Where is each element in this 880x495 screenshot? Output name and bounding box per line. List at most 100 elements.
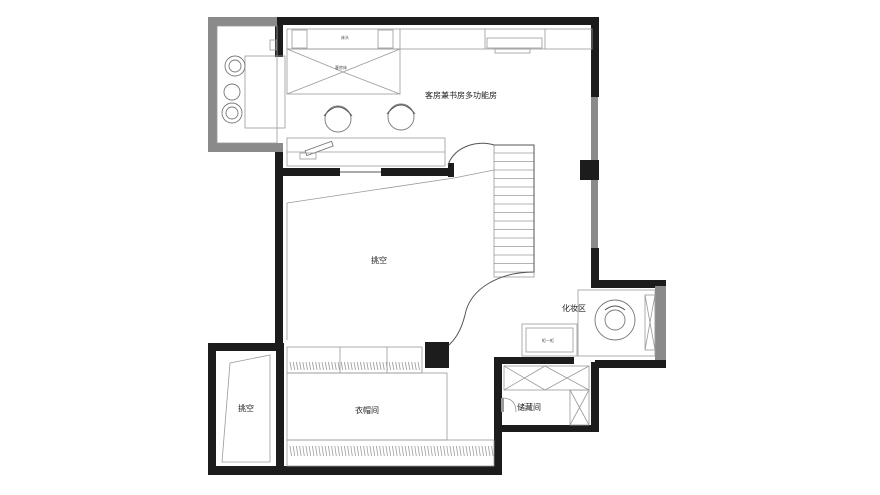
hanger-line — [401, 445, 404, 457]
room-label-wardrobe: 衣帽间 — [355, 405, 379, 415]
hanger-line — [347, 445, 350, 457]
armchair-right — [386, 103, 416, 131]
bed-top-label: 床头 — [341, 34, 349, 40]
hanger-line — [321, 445, 324, 457]
stair-treads — [494, 152, 534, 273]
hanger-line — [353, 445, 356, 457]
hanger-line — [414, 445, 417, 457]
hanger-line — [337, 445, 340, 457]
hanger-line — [350, 445, 353, 457]
hanger-line — [484, 445, 488, 457]
hanger-line — [292, 445, 296, 457]
hanger-line — [356, 445, 360, 457]
hanger-line — [292, 361, 296, 371]
hanger-line — [312, 445, 315, 457]
hanger-line — [379, 445, 382, 457]
hanger-line — [392, 361, 395, 371]
hanger-line — [289, 361, 292, 371]
hanger-line — [312, 361, 315, 371]
hanger-line — [408, 361, 411, 371]
hanger-line — [395, 445, 398, 457]
hanger-line — [398, 361, 401, 371]
hanger-line — [414, 361, 417, 371]
hanger-line — [481, 445, 484, 457]
hanger-line — [369, 445, 372, 457]
hanger-bottom — [289, 445, 494, 457]
hanger-line — [420, 445, 424, 457]
cabinet-label: 柜一柜 — [542, 337, 554, 343]
hanger-line — [462, 445, 465, 457]
hanger-line — [404, 361, 408, 371]
hanger-line — [401, 361, 404, 371]
armchair-left — [323, 105, 353, 133]
hanger-line — [305, 445, 308, 457]
hanger-line — [382, 361, 385, 371]
hanger-line — [356, 361, 360, 371]
hanger-line — [491, 445, 494, 457]
room-label-multi: 客房兼书房多功能房 — [425, 90, 497, 100]
hanger-top — [289, 361, 420, 371]
hanger-line — [440, 445, 443, 457]
hanger-line — [360, 445, 363, 457]
hanger-line — [315, 361, 318, 371]
hanger-line — [340, 361, 344, 371]
hanger-line — [324, 445, 328, 457]
hanger-line — [305, 361, 308, 371]
bed-mid-label: 客房床 — [335, 64, 347, 70]
hanger-line — [382, 445, 385, 457]
left-void: 挑空 — [221, 354, 271, 463]
hanger-line — [353, 361, 356, 371]
hanger-line — [478, 445, 481, 457]
hanger-line — [376, 445, 379, 457]
hanger-line — [318, 445, 321, 457]
hanger-line — [318, 361, 321, 371]
balcony — [216, 25, 286, 144]
hanger-line — [324, 361, 328, 371]
hanger-line — [299, 445, 302, 457]
hanger-line — [344, 361, 347, 371]
hanger-line — [443, 445, 446, 457]
hanger-line — [398, 445, 401, 457]
hanger-line — [417, 361, 420, 371]
exterior-walls — [208, 17, 666, 475]
hanger-line — [347, 361, 350, 371]
hanger-line — [328, 445, 331, 457]
hanger-line — [436, 445, 440, 457]
storage-room: 储藏间 — [501, 365, 590, 426]
hanger-line — [411, 445, 414, 457]
hanger-line — [388, 361, 392, 371]
hanger-line — [392, 445, 395, 457]
hanger-line — [363, 445, 366, 457]
hanger-line — [433, 445, 436, 457]
hanger-line — [334, 445, 337, 457]
hanger-line — [299, 361, 302, 371]
hanger-line — [452, 445, 456, 457]
hanger-line — [388, 445, 392, 457]
hanger-line — [372, 361, 376, 371]
main-void: 挑空 — [286, 142, 535, 346]
hanger-line — [376, 361, 379, 371]
hanger-line — [472, 445, 475, 457]
hanger-line — [404, 445, 408, 457]
room-label-storage: 储藏间 — [517, 402, 541, 412]
hanger-line — [424, 445, 427, 457]
room-label-vanity: 化妆区 — [562, 303, 586, 313]
hanger-line — [430, 445, 433, 457]
vanity-area: 化妆区 — [562, 289, 656, 357]
hanger-line — [296, 361, 299, 371]
hanger-line — [344, 445, 347, 457]
hanger-line — [321, 361, 324, 371]
hanger-line — [340, 445, 344, 457]
hanger-line — [459, 445, 462, 457]
hanger-line — [315, 445, 318, 457]
hanger-line — [372, 445, 376, 457]
hanger-line — [417, 445, 420, 457]
hanger-line — [289, 445, 292, 457]
cabinet-block: 柜一柜 — [521, 323, 578, 357]
hanger-line — [363, 361, 366, 371]
hanger-line — [449, 445, 452, 457]
wardrobe-room: 衣帽间 — [286, 346, 495, 467]
hanger-line — [331, 445, 334, 457]
hanger-line — [427, 445, 430, 457]
